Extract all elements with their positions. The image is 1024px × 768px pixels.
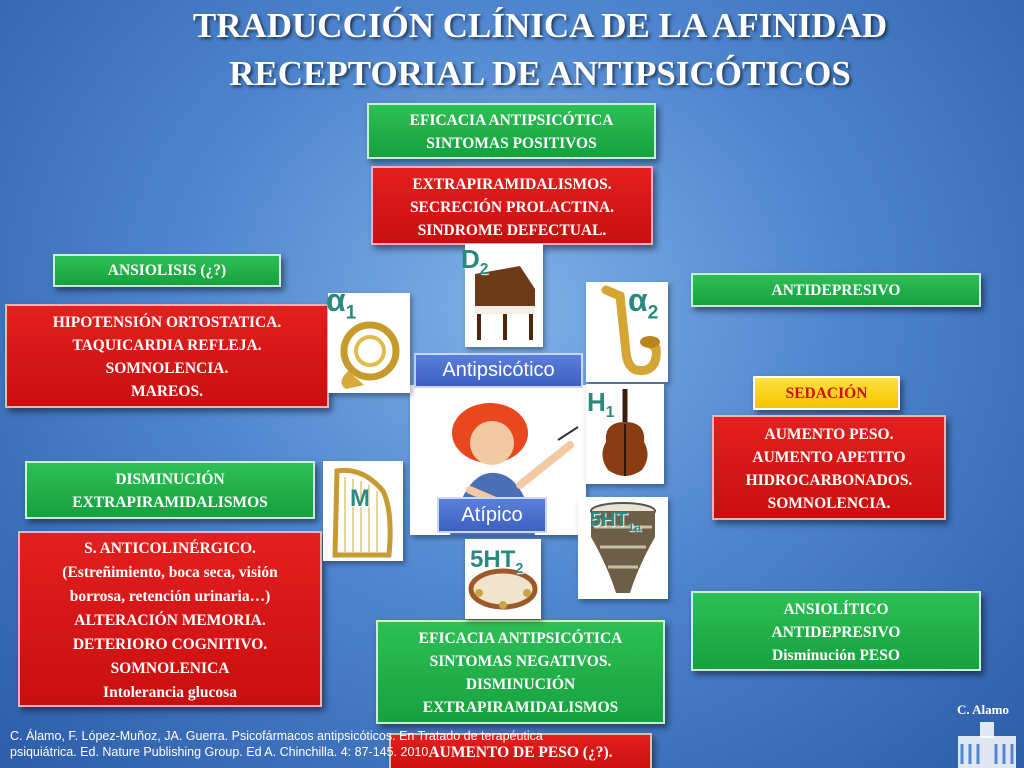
box-line: EXTRAPIRAMIDALISMOS: [72, 494, 268, 511]
receptor-5ht2-label: 5HT2: [470, 546, 523, 577]
box-hipotension: HIPOTENSIÓN ORTOSTATICA. TAQUICARDIA REF…: [5, 304, 329, 408]
box-line: ANTIDEPRESIVO: [771, 282, 901, 299]
box-ansiolisis: ANSIOLISIS (¿?): [53, 254, 281, 287]
receptor-m-label: M: [350, 485, 370, 512]
box-line: SOMNOLENCIA.: [105, 360, 229, 377]
box-line: DETERIORO COGNITIVO.: [72, 636, 268, 653]
saxophone-icon: [586, 282, 668, 382]
harp-icon: [323, 461, 403, 561]
box-line: SOMNOLENCIA.: [767, 495, 891, 512]
reference-line-2: psiquiátrica. Ed. Nature Publishing Grou…: [10, 745, 429, 759]
box-eficacia-positivos: EFICACIA ANTIPSICÓTICA SINTOMAS POSITIVO…: [367, 103, 656, 159]
box-line: ANSIOLISIS (¿?): [107, 262, 227, 279]
receptor-alpha1-label: α1: [326, 282, 356, 324]
box-line: EFICACIA ANTIPSICÓTICA: [409, 112, 614, 129]
box-sedacion: SEDACIÓN: [753, 376, 900, 410]
receptor-alpha1-sub: 1: [345, 302, 357, 324]
reference-line-1: C. Álamo, F. López-Muñoz, JA. Guerra. Ps…: [10, 729, 543, 743]
title-line-1: TRADUCCIÓN CLÍNICA DE LA AFINIDAD: [192, 6, 888, 45]
receptor-5ht1a-label: 5HT1a: [590, 509, 641, 534]
box-line: HIPOTENSIÓN ORTOSTATICA.: [52, 314, 282, 331]
box-line: SINTOMAS NEGATIVOS.: [429, 653, 612, 670]
box-line: EXTRAPIRAMIDALISMOS.: [412, 176, 612, 193]
box-line: SOMNOLENICA: [110, 660, 230, 677]
receptor-alpha2-sub: 2: [647, 302, 659, 324]
page-title: TRADUCCIÓN CLÍNICA DE LA AFINIDAD RECEPT…: [40, 2, 1024, 98]
receptor-h1-sub: 1: [605, 404, 615, 422]
author-label: C. Alamo: [957, 702, 1009, 717]
box-antidepresivo: ANTIDEPRESIVO: [691, 273, 981, 307]
box-line: ANTIDEPRESIVO: [771, 624, 901, 641]
receptor-5ht1a-letter: 5HT: [590, 509, 628, 531]
box-line: S. ANTICOLINÉRGICO.: [84, 540, 256, 557]
box-line: HIDROCARBONADOS.: [745, 472, 913, 489]
receptor-h1-letter: H: [587, 387, 606, 417]
box-line: EXTRAPIRAMIDALISMOS: [422, 699, 619, 716]
box-line: AUMENTO DE PESO (¿?).: [428, 744, 613, 761]
box-line: borrosa, retención urinaria…): [69, 588, 271, 605]
receptor-h1-label: H1: [587, 387, 614, 422]
box-line: EFICACIA ANTIPSICÓTICA: [418, 630, 623, 647]
box-anticolinergico: S. ANTICOLINÉRGICO. (Estreñimiento, boca…: [18, 531, 322, 707]
box-line: AUMENTO PESO.: [764, 426, 894, 443]
box-line: DISMINUCIÓN: [465, 676, 576, 693]
box-disminucion-extrapiramidalismos: DISMINUCIÓN EXTRAPIRAMIDALISMOS: [25, 461, 315, 519]
box-line: (Estreñimiento, boca seca, visión: [62, 564, 278, 581]
receptor-d2-letter: D: [461, 244, 480, 274]
building-icon: [954, 718, 1020, 768]
box-line: SINTOMAS POSITIVOS: [426, 135, 597, 152]
label-antipsicotico: Antipsicótico: [414, 353, 583, 388]
box-aumento-peso-bottom: AUMENTO DE PESO (¿?).: [389, 733, 652, 768]
box-line: ANSIOLÍTICO: [783, 601, 889, 618]
box-line: Disminución PESO: [772, 647, 900, 664]
box-line: MAREOS.: [131, 383, 203, 400]
box-eficacia-negativos: EFICACIA ANTIPSICÓTICA SINTOMAS NEGATIVO…: [376, 620, 665, 724]
reference-citation: C. Álamo, F. López-Muñoz, JA. Guerra. Ps…: [10, 728, 620, 760]
receptor-5ht2-sub: 2: [515, 560, 524, 577]
receptor-alpha2-letter: α: [628, 282, 648, 318]
box-line: AUMENTO APETITO: [752, 449, 906, 466]
violin-icon: [586, 384, 664, 484]
box-line: SINDROME DEFECTUAL.: [417, 222, 607, 239]
box-line: TAQUICARDIA REFLEJA.: [72, 337, 262, 354]
box-line: ALTERACIÓN MEMORIA.: [74, 612, 266, 629]
title-line-2: RECEPTORIAL DE ANTIPSICÓTICOS: [229, 54, 851, 93]
label-atipico: Atípico: [437, 497, 547, 533]
receptor-5ht1a-sub: 1a: [627, 520, 642, 534]
box-aumento-peso: AUMENTO PESO. AUMENTO APETITO HIDROCARBO…: [712, 415, 946, 520]
box-line: Intolerancia glucosa: [103, 684, 237, 701]
receptor-alpha2-label: α2: [628, 282, 658, 324]
box-ansiolitico: ANSIOLÍTICO ANTIDEPRESIVO Disminución PE…: [691, 591, 981, 671]
box-line: SECRECIÓN PROLACTINA.: [409, 199, 615, 216]
tambourine-icon: [465, 539, 541, 619]
box-line: SEDACIÓN: [785, 385, 868, 402]
french-horn-icon: [328, 293, 410, 393]
piano-icon: [465, 244, 543, 347]
receptor-d2-label: D2: [461, 244, 488, 279]
box-extrapiramidalismos: EXTRAPIRAMIDALISMOS. SECRECIÓN PROLACTIN…: [371, 166, 653, 245]
receptor-alpha1-letter: α: [326, 282, 346, 318]
receptor-d2-sub: 2: [479, 261, 489, 279]
drum-icon: [578, 497, 668, 599]
box-line: DISMINUCIÓN: [115, 471, 225, 488]
receptor-5ht2-letter: 5HT: [470, 546, 516, 573]
